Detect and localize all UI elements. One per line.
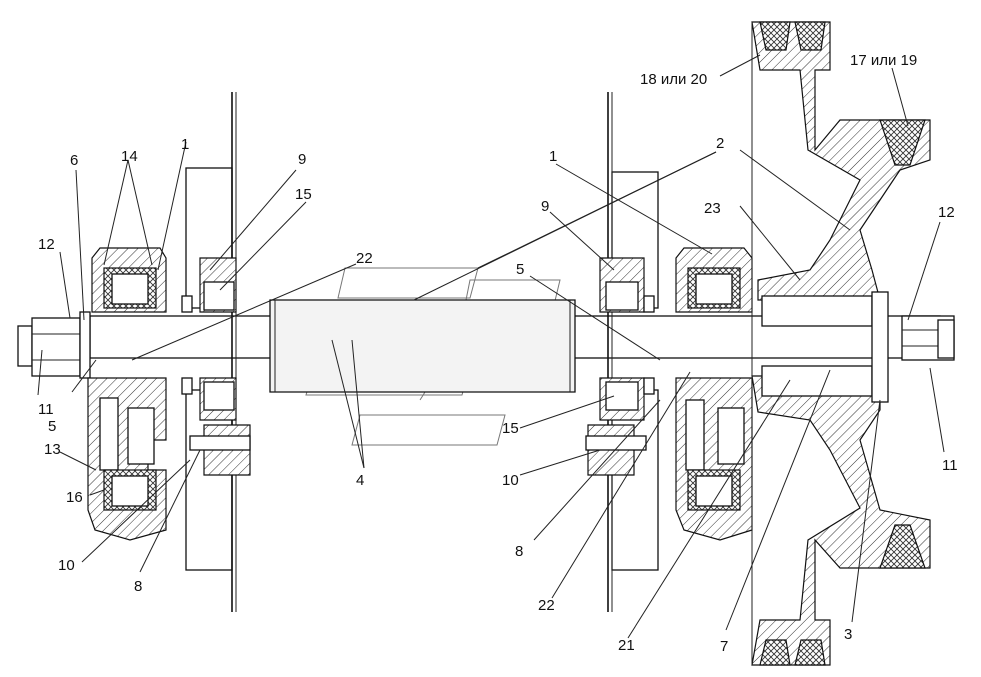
label-14: 14 [121, 148, 138, 165]
right-frame [585, 92, 659, 612]
label-10-left: 10 [58, 557, 75, 574]
label-6: 6 [70, 152, 78, 169]
right-nut-assembly [901, 315, 955, 361]
label-13: 13 [44, 441, 61, 458]
label-16: 16 [66, 489, 83, 506]
label-7: 7 [720, 638, 728, 655]
label-18-or-20: 18 или 20 [640, 71, 707, 88]
label-22-right: 22 [538, 597, 555, 614]
label-12-right: 12 [938, 204, 955, 221]
left-nut-assembly [17, 311, 91, 379]
label-12-left: 12 [38, 236, 55, 253]
left-pulley [87, 247, 167, 541]
label-8-left: 8 [134, 578, 142, 595]
label-1-left: 1 [181, 136, 189, 153]
right-middle-pulley [675, 247, 753, 541]
label-4: 4 [356, 472, 364, 489]
label-5-right: 5 [516, 261, 524, 278]
label-15-left: 15 [295, 186, 312, 203]
label-9-right: 9 [541, 198, 549, 215]
label-17-or-19: 17 или 19 [850, 52, 917, 69]
leader-lines [37, 54, 945, 639]
label-8-right: 8 [515, 543, 523, 560]
label-1-right: 1 [549, 148, 557, 165]
label-21: 21 [618, 637, 635, 654]
label-11-left: 11 [38, 401, 54, 418]
label-2: 2 [716, 135, 724, 152]
label-15-right: 15 [502, 420, 519, 437]
label-22-left: 22 [356, 250, 373, 267]
label-5-left: 5 [48, 418, 56, 435]
label-11-right: 11 [942, 457, 958, 474]
left-frame [181, 92, 251, 612]
label-10-right: 10 [502, 472, 519, 489]
label-9-left: 9 [298, 151, 306, 168]
label-23: 23 [704, 200, 721, 217]
label-3: 3 [844, 626, 852, 643]
part-labels: 1 14 6 12 11 5 13 16 10 8 9 15 22 4 1 9 … [38, 52, 958, 655]
large-pulley [751, 21, 931, 666]
